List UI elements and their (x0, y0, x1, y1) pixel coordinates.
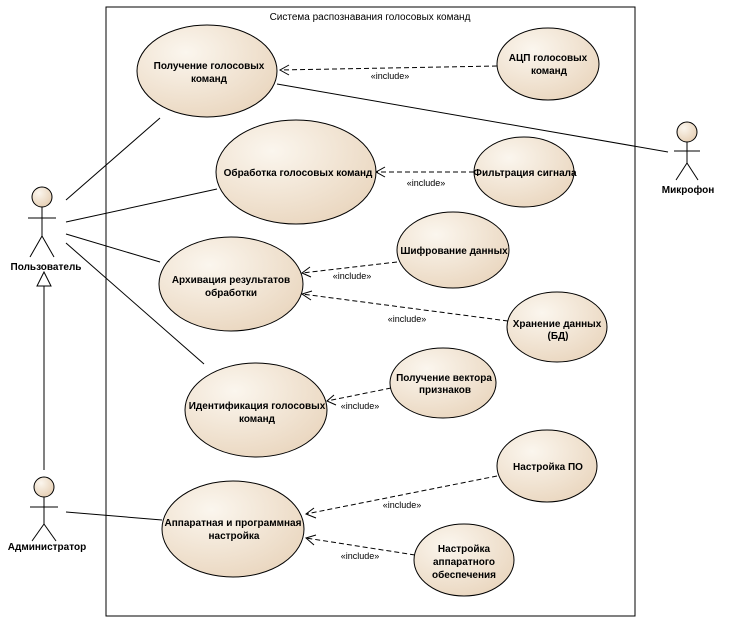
use-case-label: Архивация результатов (172, 275, 290, 286)
use-case-label: Хранение данных (513, 319, 602, 330)
use-case-receive-commands[interactable]: Получение голосовых команд (136, 24, 278, 118)
include-store-archive (301, 293, 509, 322)
include-arrowhead (326, 394, 337, 406)
assoc-user-process (65, 188, 218, 223)
use-case-label: Фильтрация сигнала (473, 168, 577, 179)
include-hwsetup-setup (305, 537, 416, 556)
include-label: «include» (388, 314, 427, 324)
include-label: «include» (407, 178, 446, 188)
include-adc-receive (279, 65, 498, 71)
include-arrowhead (278, 64, 290, 76)
use-case-hw-sw-setup[interactable]: Аппаратная и программная настройка (161, 480, 305, 578)
use-case-label: Шифрование данных (400, 245, 508, 257)
use-case-label: настройка (209, 531, 260, 542)
use-case-label: Идентификация голосовых (189, 400, 326, 412)
use-case-label: обработки (205, 287, 257, 299)
use-case-label: обеспечения (432, 569, 496, 581)
actor-head (31, 186, 53, 208)
assoc-mic-receive (276, 83, 669, 153)
actor-head (33, 476, 55, 498)
use-case-adc[interactable]: АЦП голосовых команд (496, 27, 600, 101)
assoc-admin-setup (65, 511, 163, 521)
include-label: «include» (333, 271, 372, 281)
use-case-label: Аппаратная и программная (165, 518, 302, 529)
include-label: «include» (383, 500, 422, 510)
actor-label: Микрофон (662, 184, 714, 196)
include-label: «include» (341, 551, 380, 561)
use-case-hardware-setup[interactable]: Настройка аппаратного обеспечения (413, 523, 515, 597)
actor-label: Пользователь (11, 262, 82, 273)
include-arrowhead (301, 266, 312, 278)
use-case-label: команд (191, 74, 228, 85)
use-case-label: аппаратного (433, 557, 495, 568)
use-case-label: АЦП голосовых (509, 53, 588, 64)
actor-admin[interactable]: Администратор (8, 476, 86, 553)
use-case-process-commands[interactable]: Обработка голосовых команд (215, 119, 377, 225)
use-case-label: Настройка (438, 544, 491, 555)
use-case-label: Получение голосовых (154, 61, 265, 72)
use-case-store-data[interactable]: Хранение данных (БД) (506, 291, 608, 363)
use-case-filter-signal[interactable]: Фильтрация сигнала (473, 136, 577, 208)
assoc-user-identify (65, 242, 205, 365)
include-arrowhead (304, 507, 317, 519)
include-label: «include» (341, 401, 380, 411)
include-label: «include» (371, 71, 410, 81)
include-arrowhead (304, 534, 317, 546)
assoc-user-archive (65, 233, 161, 263)
assoc-user-receive (65, 117, 161, 201)
use-case-software-setup[interactable]: Настройка ПО (496, 429, 598, 503)
use-case-label: признаков (419, 385, 471, 396)
use-case-identify-commands[interactable]: Идентификация голосовых команд (184, 362, 328, 458)
use-case-encrypt-data[interactable]: Шифрование данных (396, 211, 510, 289)
use-case-archive-results[interactable]: Архивация результатов обработки (158, 236, 304, 332)
include-features-identify (326, 387, 392, 402)
actor-user[interactable]: Пользователь (11, 186, 82, 273)
actor-microphone[interactable]: Микрофон (662, 121, 714, 196)
use-case-label: Обработка голосовых команд (224, 167, 373, 179)
use-case-label: команд (239, 414, 276, 425)
include-swsetup-setup (305, 475, 498, 515)
system-title: Система распознавания голосовых команд (270, 12, 471, 23)
use-case-label: Получение вектора (396, 373, 492, 384)
actor-label: Администратор (8, 542, 86, 553)
actor-head (676, 121, 698, 143)
use-case-label: (БД) (548, 331, 569, 342)
generalization-arrowhead (36, 270, 52, 287)
use-case-label: команд (531, 66, 568, 77)
use-case-feature-vector[interactable]: Получение вектора признаков (389, 347, 497, 419)
use-case-label: Настройка ПО (513, 462, 583, 473)
